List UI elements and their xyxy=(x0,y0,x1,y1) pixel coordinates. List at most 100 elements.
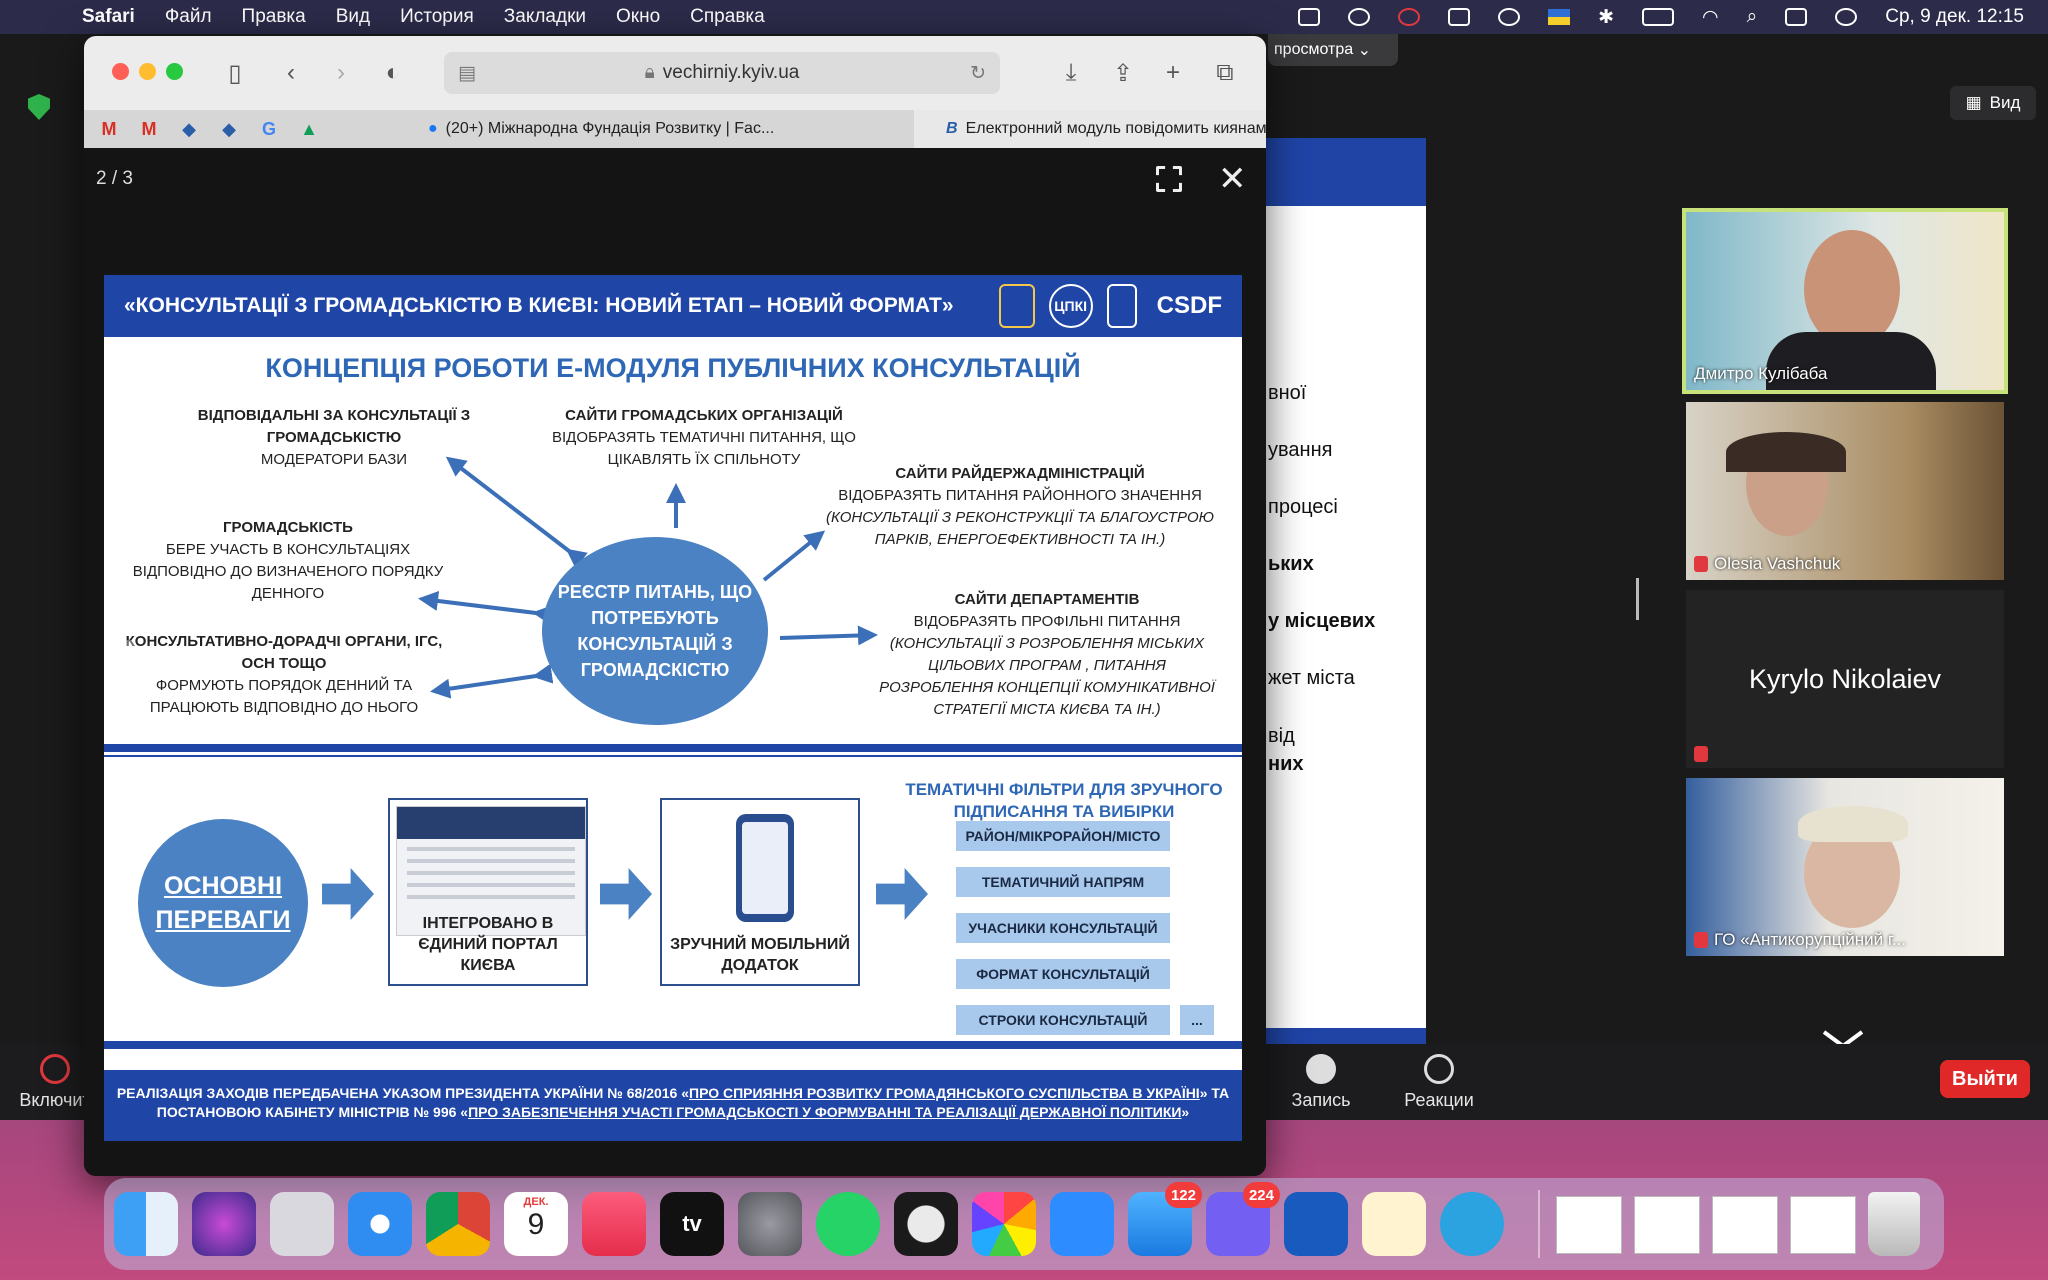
bluetooth-icon[interactable]: ✱ xyxy=(1598,6,1614,28)
launchpad-icon[interactable] xyxy=(270,1192,334,1256)
document-thumbnail[interactable] xyxy=(1790,1196,1856,1254)
pages-icon[interactable] xyxy=(1362,1192,1426,1256)
search-icon[interactable]: ⌕ xyxy=(1746,6,1758,27)
reload-icon[interactable]: ↻ xyxy=(970,62,986,84)
new-tab-plus-icon[interactable]: + xyxy=(1165,59,1180,86)
tab-facebook[interactable]: ●(20+) Міжнародна Фундація Розвитку | Fa… xyxy=(420,110,914,148)
back-chevron-icon[interactable]: ‹ xyxy=(287,59,295,86)
shared-text-line: ування xyxy=(1268,439,1333,461)
mobile-feature-box: ЗРУЧНИЙ МОБІЛЬНИЙ ДОДАТОК xyxy=(660,798,860,986)
gmail-favicon-icon[interactable]: M xyxy=(101,118,117,139)
telegram-status-icon[interactable] xyxy=(1348,8,1371,26)
shared-text-line: від xyxy=(1268,725,1295,747)
unmute-button[interactable]: Включит xyxy=(0,1054,110,1111)
minimize-window-button[interactable] xyxy=(139,63,156,80)
wifi-icon[interactable]: ◠ xyxy=(1702,6,1719,28)
shared-text-line: вної xyxy=(1268,382,1307,404)
chrome-icon[interactable] xyxy=(426,1192,490,1256)
menu-window[interactable]: Окно xyxy=(616,6,661,27)
download-icon[interactable]: ⤓ xyxy=(1065,59,1077,86)
menu-history[interactable]: История xyxy=(400,6,474,27)
address-bar[interactable]: ▤ 🔒︎ vechirniy.kyiv.ua ↻ xyxy=(444,52,1000,94)
menu-file[interactable]: Файл xyxy=(164,6,212,27)
share-icon[interactable]: ⇪ xyxy=(1112,59,1134,87)
siri-icon[interactable] xyxy=(1835,8,1858,26)
photos-icon[interactable] xyxy=(972,1192,1036,1256)
menu-view[interactable]: Вид xyxy=(335,6,371,27)
participant-tile[interactable]: Дмитро Кулiбаба xyxy=(1682,208,2008,394)
tab-overview-icon[interactable]: ⧉ xyxy=(1216,59,1234,86)
participant-tile[interactable]: ГО «Антикорупційний г... xyxy=(1686,778,2004,956)
safari-icon[interactable] xyxy=(348,1192,412,1256)
reactions-button[interactable]: Реакции xyxy=(1384,1054,1494,1111)
mail-icon[interactable]: 122 xyxy=(1128,1182,1202,1256)
google-favicon-icon[interactable]: G xyxy=(261,118,276,139)
zoom-view-options-tab[interactable]: просмотра ⌄ xyxy=(1268,34,1398,66)
previous-image-arrow-icon[interactable]: ← xyxy=(104,640,134,682)
image-counter: 2 / 3 xyxy=(96,168,133,189)
privacy-shield-icon[interactable]: ◐ xyxy=(385,59,401,86)
fullscreen-icon[interactable] xyxy=(1156,166,1182,192)
viber-status-icon[interactable] xyxy=(1398,8,1421,26)
menu-bookmarks[interactable]: Закладки xyxy=(503,6,587,27)
filter-chip: ТЕМАТИЧНИЙ НАПРЯМ xyxy=(956,867,1170,897)
participant-tile[interactable]: Olesia Vashchuk xyxy=(1686,402,2004,580)
bookmark-favicon-icon[interactable]: ◆ xyxy=(222,118,236,139)
menu-bar-status-area: ✱ ◠ ⌕ Ср, 9 дек. 12:15 xyxy=(1298,0,2024,34)
record-button[interactable]: Запись xyxy=(1266,1054,1376,1111)
gmail-favicon-icon[interactable]: M xyxy=(141,118,157,139)
portal-feature-box: ІНТЕГРОВАНО В ЄДИНИЙ ПОРТАЛ КИЄВА xyxy=(388,798,588,986)
trash-icon[interactable] xyxy=(1868,1192,1920,1256)
word-icon[interactable] xyxy=(1284,1192,1348,1256)
zoom-status-icon[interactable] xyxy=(1298,8,1321,26)
forward-chevron-icon[interactable]: › xyxy=(337,59,345,86)
music-icon[interactable] xyxy=(582,1192,646,1256)
document-thumbnail[interactable] xyxy=(1712,1196,1778,1254)
portal-caption: ІНТЕГРОВАНО В ЄДИНИЙ ПОРТАЛ КИЄВА xyxy=(418,915,558,974)
system-preferences-icon[interactable] xyxy=(738,1192,802,1256)
document-thumbnail[interactable] xyxy=(1634,1196,1700,1254)
display-icon[interactable] xyxy=(1448,8,1471,26)
split-divider-handle[interactable] xyxy=(1636,578,1639,620)
whatsapp-icon[interactable] xyxy=(816,1192,880,1256)
sidebar-icon[interactable]: ▯ xyxy=(228,59,242,87)
battery-icon[interactable] xyxy=(1642,8,1674,26)
footer-text: » xyxy=(1181,1104,1190,1120)
organization-logo-icon xyxy=(1106,284,1137,328)
telegram-icon[interactable] xyxy=(1440,1192,1504,1256)
slide-logos: ЦПКІ CSDF xyxy=(998,281,1228,331)
reader-icon[interactable]: ▤ xyxy=(458,62,476,84)
shared-screen-header-band xyxy=(1262,138,1426,206)
finder-icon[interactable] xyxy=(114,1192,178,1256)
menu-edit[interactable]: Правка xyxy=(241,6,306,27)
zoom-view-button[interactable]: ▦Вид xyxy=(1950,86,2036,120)
right-arrow-icon xyxy=(876,868,928,920)
block-text: МОДЕРАТОРИ БАЗИ xyxy=(260,451,408,468)
siri-icon[interactable] xyxy=(192,1192,256,1256)
keyboard-layout-flag-icon[interactable] xyxy=(1548,9,1571,25)
block-title: САЙТИ РАЙДЕРЖАДМІНІСТРАЦІЙ xyxy=(895,465,1145,482)
quicktime-icon[interactable] xyxy=(894,1192,958,1256)
security-shield-icon[interactable] xyxy=(28,94,50,120)
control-center-icon[interactable] xyxy=(1785,8,1808,26)
menu-app-name[interactable]: Safari xyxy=(82,6,135,27)
play-icon[interactable] xyxy=(1498,8,1521,26)
bookmark-favicon-icon[interactable]: ◆ xyxy=(182,118,196,139)
menu-clock[interactable]: Ср, 9 дек. 12:15 xyxy=(1885,6,2024,27)
zoom-window-button[interactable] xyxy=(166,63,183,80)
apple-tv-icon[interactable]: tv xyxy=(660,1192,724,1256)
smiley-plus-icon xyxy=(1424,1054,1454,1084)
close-window-button[interactable] xyxy=(112,63,129,80)
next-image-arrow-icon[interactable]: → xyxy=(1212,640,1242,682)
viber-icon[interactable]: 224 xyxy=(1206,1182,1280,1256)
safari-tab-bar: M M ◆ ◆ G ▲ ●(20+) Міжнародна Фундація Р… xyxy=(84,110,1266,148)
close-icon[interactable]: ✕ xyxy=(1218,160,1247,198)
calendar-icon[interactable]: ДЕК.9 xyxy=(504,1192,568,1256)
menu-help[interactable]: Справка xyxy=(690,6,765,27)
google-drive-favicon-icon[interactable]: ▲ xyxy=(300,118,318,139)
zoom-icon[interactable] xyxy=(1050,1192,1114,1256)
participant-tile[interactable]: Kyrylo Nikolaiev xyxy=(1686,590,2004,768)
leave-meeting-button[interactable]: Выйти xyxy=(1940,1060,2030,1098)
document-thumbnail[interactable] xyxy=(1556,1196,1622,1254)
